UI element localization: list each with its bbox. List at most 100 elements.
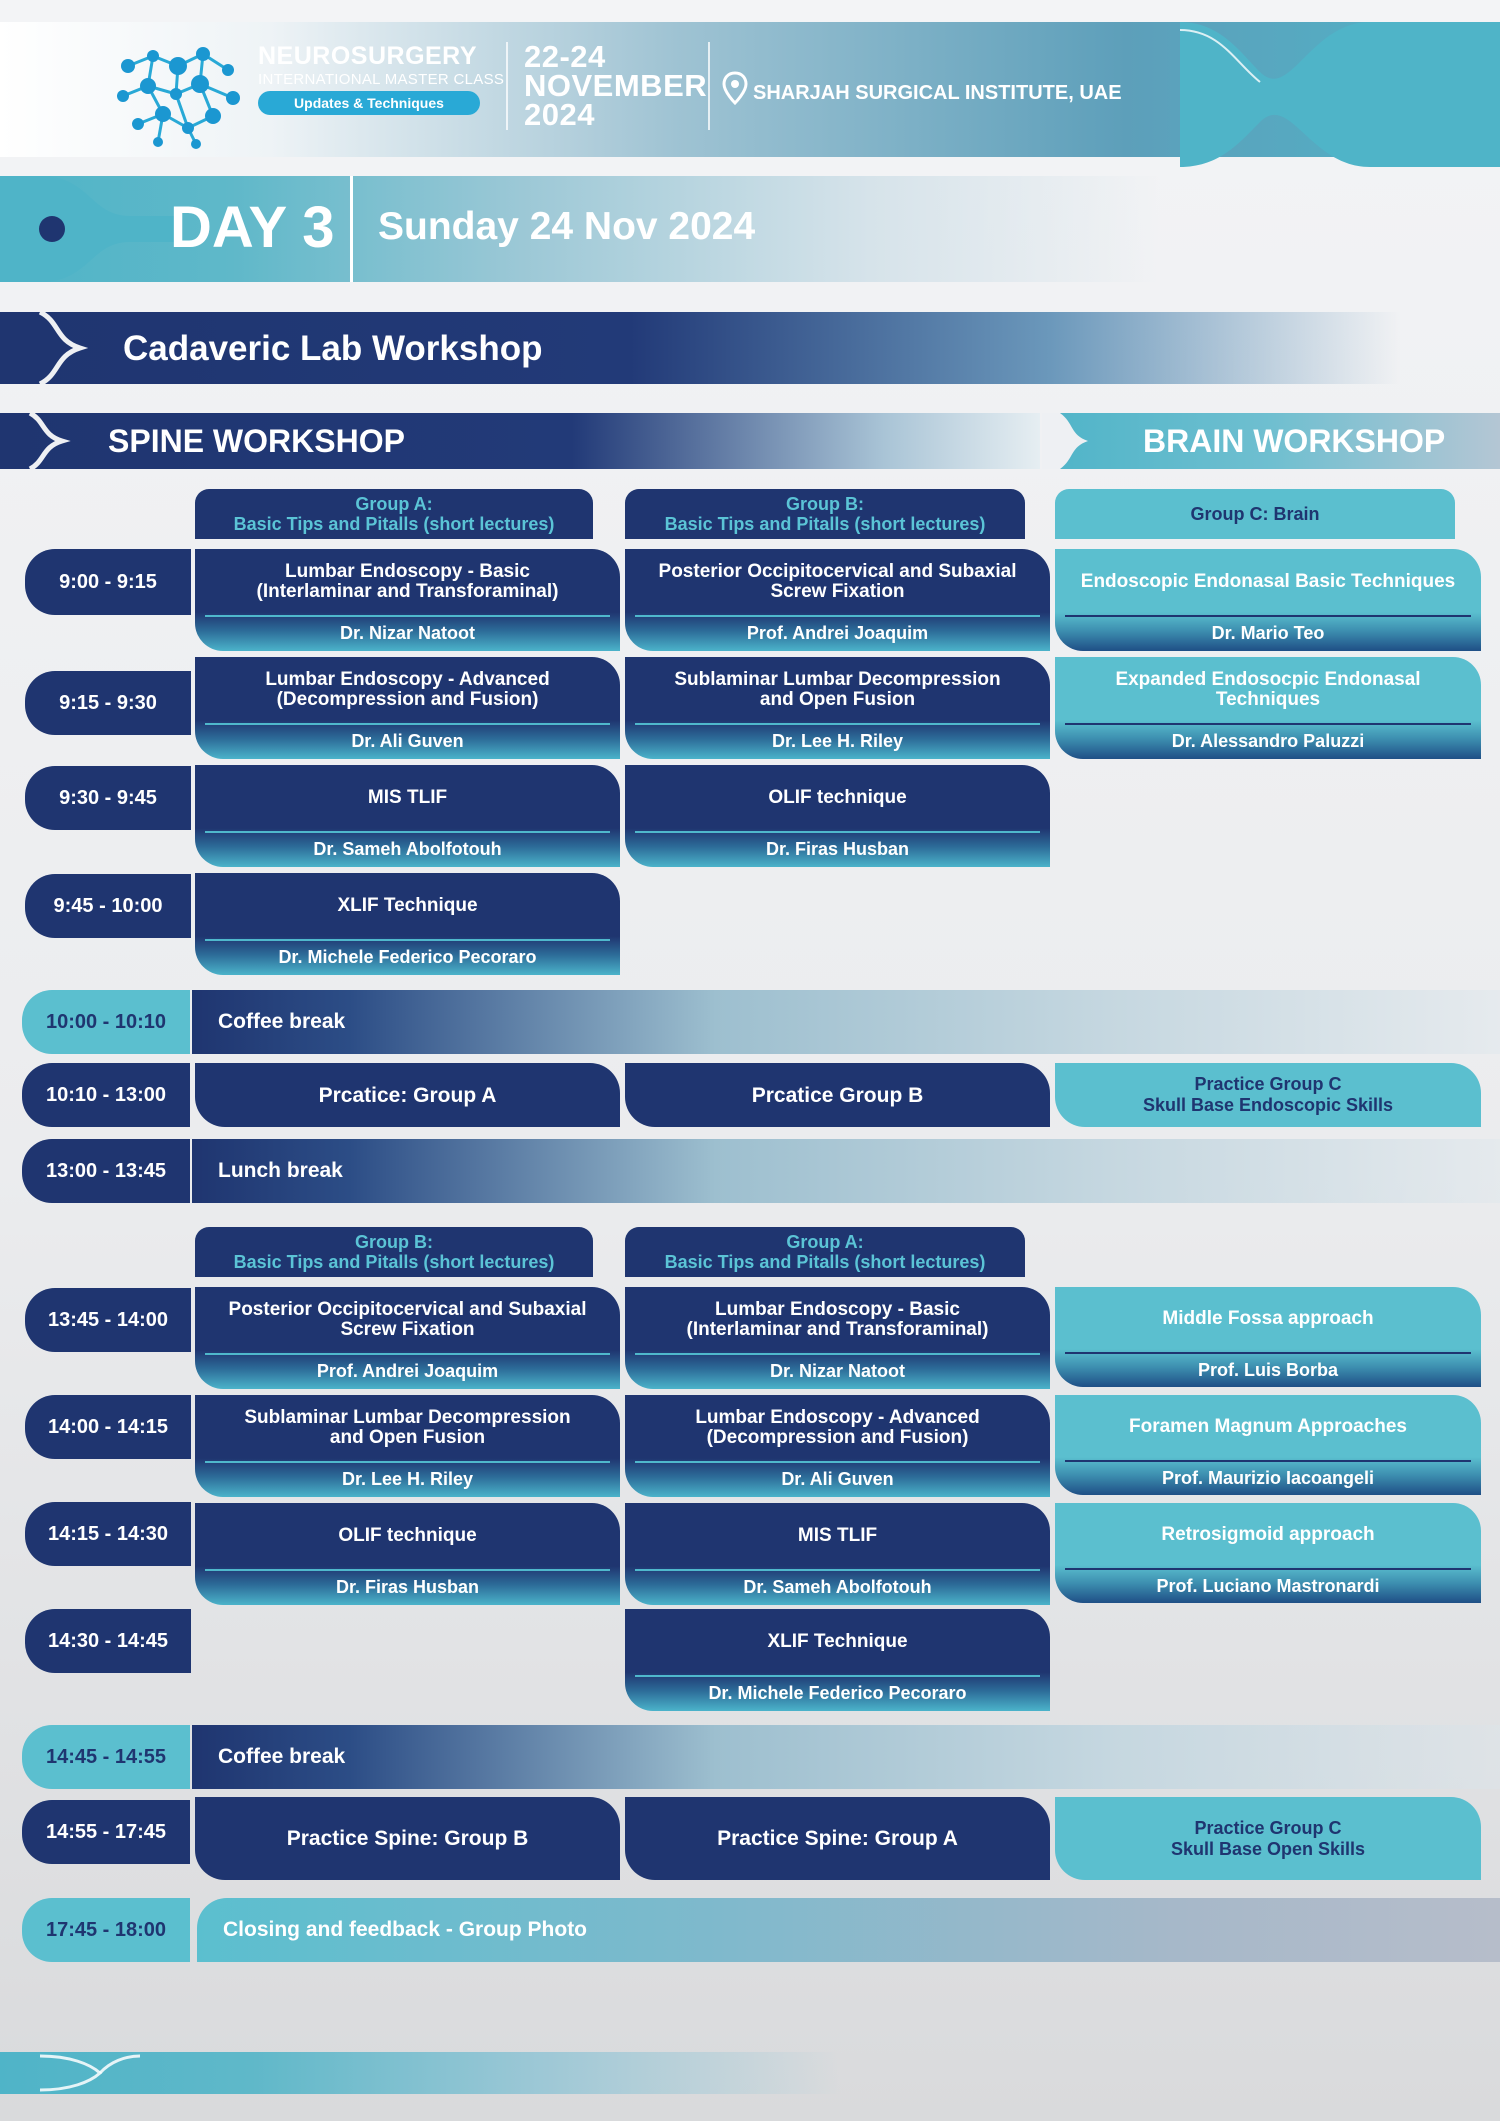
session-card: Endoscopic Endonasal Basic Techniques Dr… bbox=[1055, 549, 1481, 651]
session-divider bbox=[205, 723, 610, 726]
session-speaker: Dr. Nizar Natoot bbox=[769, 1361, 906, 1382]
session-speaker: Prof. Maurizio Iacoangeli bbox=[1161, 1467, 1375, 1488]
session-title: MIS TLIF bbox=[797, 1524, 878, 1546]
session-divider bbox=[205, 615, 610, 618]
session-speaker: Dr. Sameh Abolfotouh bbox=[743, 1577, 932, 1598]
footer-wave-decoration bbox=[40, 2054, 140, 2092]
lunch-break-bar: Lunch break bbox=[192, 1139, 1500, 1203]
group-header-name: Group A: bbox=[355, 494, 433, 514]
session-title: Lumbar Endoscopy - Advanced(Decompressio… bbox=[265, 668, 550, 710]
session-speaker: Dr. Lee H. Riley bbox=[771, 731, 904, 752]
session-title: Lumbar Endoscopy - Advanced(Decompressio… bbox=[695, 1406, 980, 1448]
session-title: Middle Fossa approach bbox=[1162, 1308, 1374, 1329]
session-card: OLIF technique Dr. Firas Husban bbox=[195, 1503, 620, 1605]
session-divider bbox=[635, 615, 1040, 618]
group-header: Group A: Basic Tips and Pitalls (short l… bbox=[195, 489, 593, 539]
session-title: Retrosigmoid approach bbox=[1161, 1524, 1375, 1545]
practice-group: Practice Group C bbox=[1194, 1074, 1342, 1094]
event-dates-line3: 2024 bbox=[524, 97, 595, 132]
coffee-break-bar: Coffee break bbox=[192, 1725, 1500, 1789]
group-header: Group C: Brain bbox=[1055, 489, 1455, 539]
spine-banner-notch bbox=[28, 413, 71, 469]
group-header-desc: Basic Tips and Pitalls (short lectures) bbox=[664, 1252, 986, 1272]
session-speaker: Prof. Andrei Joaquim bbox=[746, 623, 929, 644]
brain-workshop-title: BRAIN WORKSHOP bbox=[1143, 423, 1446, 459]
session-card: Lumbar Endoscopy - Basic(Interlaminar an… bbox=[625, 1287, 1050, 1389]
location-pin-icon bbox=[722, 71, 748, 105]
session-divider bbox=[205, 1461, 610, 1464]
session-divider bbox=[635, 1569, 1040, 1572]
session-card: XLIF Technique Dr. Michele Federico Peco… bbox=[625, 1609, 1050, 1711]
day-date: Sunday 24 Nov 2024 bbox=[378, 205, 756, 248]
time-slot: 14:15 - 14:30 bbox=[25, 1502, 191, 1566]
time-slot: 13:00 - 13:45 bbox=[22, 1139, 190, 1203]
session-card: Retrosigmoid approach Prof. Luciano Mast… bbox=[1055, 1503, 1481, 1603]
practice-block: Prcatice: Group A bbox=[195, 1063, 620, 1127]
session-speaker: Dr. Michele Federico Pecoraro bbox=[708, 1683, 967, 1704]
session-title: Foramen Magnum Approaches bbox=[1128, 1416, 1407, 1437]
session-divider bbox=[635, 723, 1040, 726]
time-slot: 9:15 - 9:30 bbox=[25, 671, 191, 735]
session-title: OLIF technique bbox=[338, 1524, 477, 1546]
group-header-name: Group B: bbox=[786, 494, 864, 514]
time-slot: 9:30 - 9:45 bbox=[25, 766, 191, 830]
lab-workshop-banner bbox=[0, 312, 1400, 384]
header-divider bbox=[708, 42, 710, 130]
group-header: Group B: Basic Tips and Pitalls (short l… bbox=[625, 489, 1025, 539]
session-divider bbox=[205, 939, 610, 942]
session-divider bbox=[635, 1353, 1040, 1356]
practice-skill: Skull Base Endoscopic Skills bbox=[1142, 1095, 1394, 1115]
header-wave-decoration bbox=[1180, 22, 1500, 167]
lab-workshop-title: Cadaveric Lab Workshop bbox=[123, 329, 543, 368]
time-slot: 10:00 - 10:10 bbox=[22, 990, 190, 1054]
time-slot: 14:30 - 14:45 bbox=[25, 1609, 191, 1673]
session-title: Expanded Endosocpic Endonasal Techniques bbox=[1115, 668, 1421, 710]
session-divider bbox=[205, 1353, 610, 1356]
event-title: NEUROSURGERY bbox=[258, 42, 477, 70]
session-card: MIS TLIF Dr. Sameh Abolfotouh bbox=[195, 765, 620, 867]
session-speaker: Dr. Mario Teo bbox=[1211, 623, 1325, 644]
event-venue: SHARJAH SURGICAL INSTITUTE, UAE bbox=[753, 82, 1122, 104]
session-divider bbox=[635, 1675, 1040, 1678]
brain-banner-notch bbox=[1042, 413, 1088, 469]
event-tagline: Updates & Techniques bbox=[258, 91, 480, 115]
session-title: OLIF technique bbox=[768, 786, 907, 808]
session-speaker: Dr. Michele Federico Pecoraro bbox=[278, 947, 537, 968]
neuron-network-logo-icon bbox=[117, 47, 240, 149]
group-header-name: Group C: Brain bbox=[1190, 504, 1320, 524]
session-speaker: Dr. Ali Guven bbox=[781, 1469, 894, 1490]
session-title: Endoscopic Endonasal Basic Techniques bbox=[1080, 570, 1456, 592]
closing-bar: Closing and feedback - Group Photo bbox=[197, 1898, 1500, 1962]
session-divider bbox=[635, 1461, 1040, 1464]
session-card: Lumbar Endoscopy - Advanced(Decompressio… bbox=[195, 657, 620, 759]
day-label: DAY 3 bbox=[170, 195, 335, 260]
session-title: MIS TLIF bbox=[367, 786, 448, 808]
session-speaker: Prof. Luis Borba bbox=[1197, 1359, 1338, 1380]
header-divider bbox=[506, 42, 508, 130]
event-dates: 22-24 NOVEMBER 2024 bbox=[524, 41, 708, 132]
group-header-name: Group B: bbox=[355, 1232, 433, 1252]
event-dates-line2: NOVEMBER bbox=[524, 68, 708, 103]
time-slot: 14:45 - 14:55 bbox=[22, 1725, 190, 1789]
day-banner-connector bbox=[0, 176, 180, 282]
session-title: XLIF Technique bbox=[337, 894, 478, 916]
time-slot: 9:45 - 10:00 bbox=[25, 874, 191, 938]
practice-block: Practice Spine: Group B bbox=[195, 1797, 620, 1880]
session-title: XLIF Technique bbox=[767, 1630, 908, 1652]
session-speaker: Prof. Andrei Joaquim bbox=[316, 1361, 499, 1382]
session-speaker: Dr. Firas Husban bbox=[335, 1577, 480, 1598]
session-card: Lumbar Endoscopy - Advanced(Decompressio… bbox=[625, 1395, 1050, 1497]
time-slot: 14:55 - 17:45 bbox=[22, 1800, 190, 1864]
session-speaker: Dr. Sameh Abolfotouh bbox=[313, 839, 502, 860]
group-header-desc: Basic Tips and Pitalls (short lectures) bbox=[233, 1252, 555, 1272]
session-divider bbox=[205, 1569, 610, 1572]
time-slot: 9:00 - 9:15 bbox=[25, 549, 191, 615]
